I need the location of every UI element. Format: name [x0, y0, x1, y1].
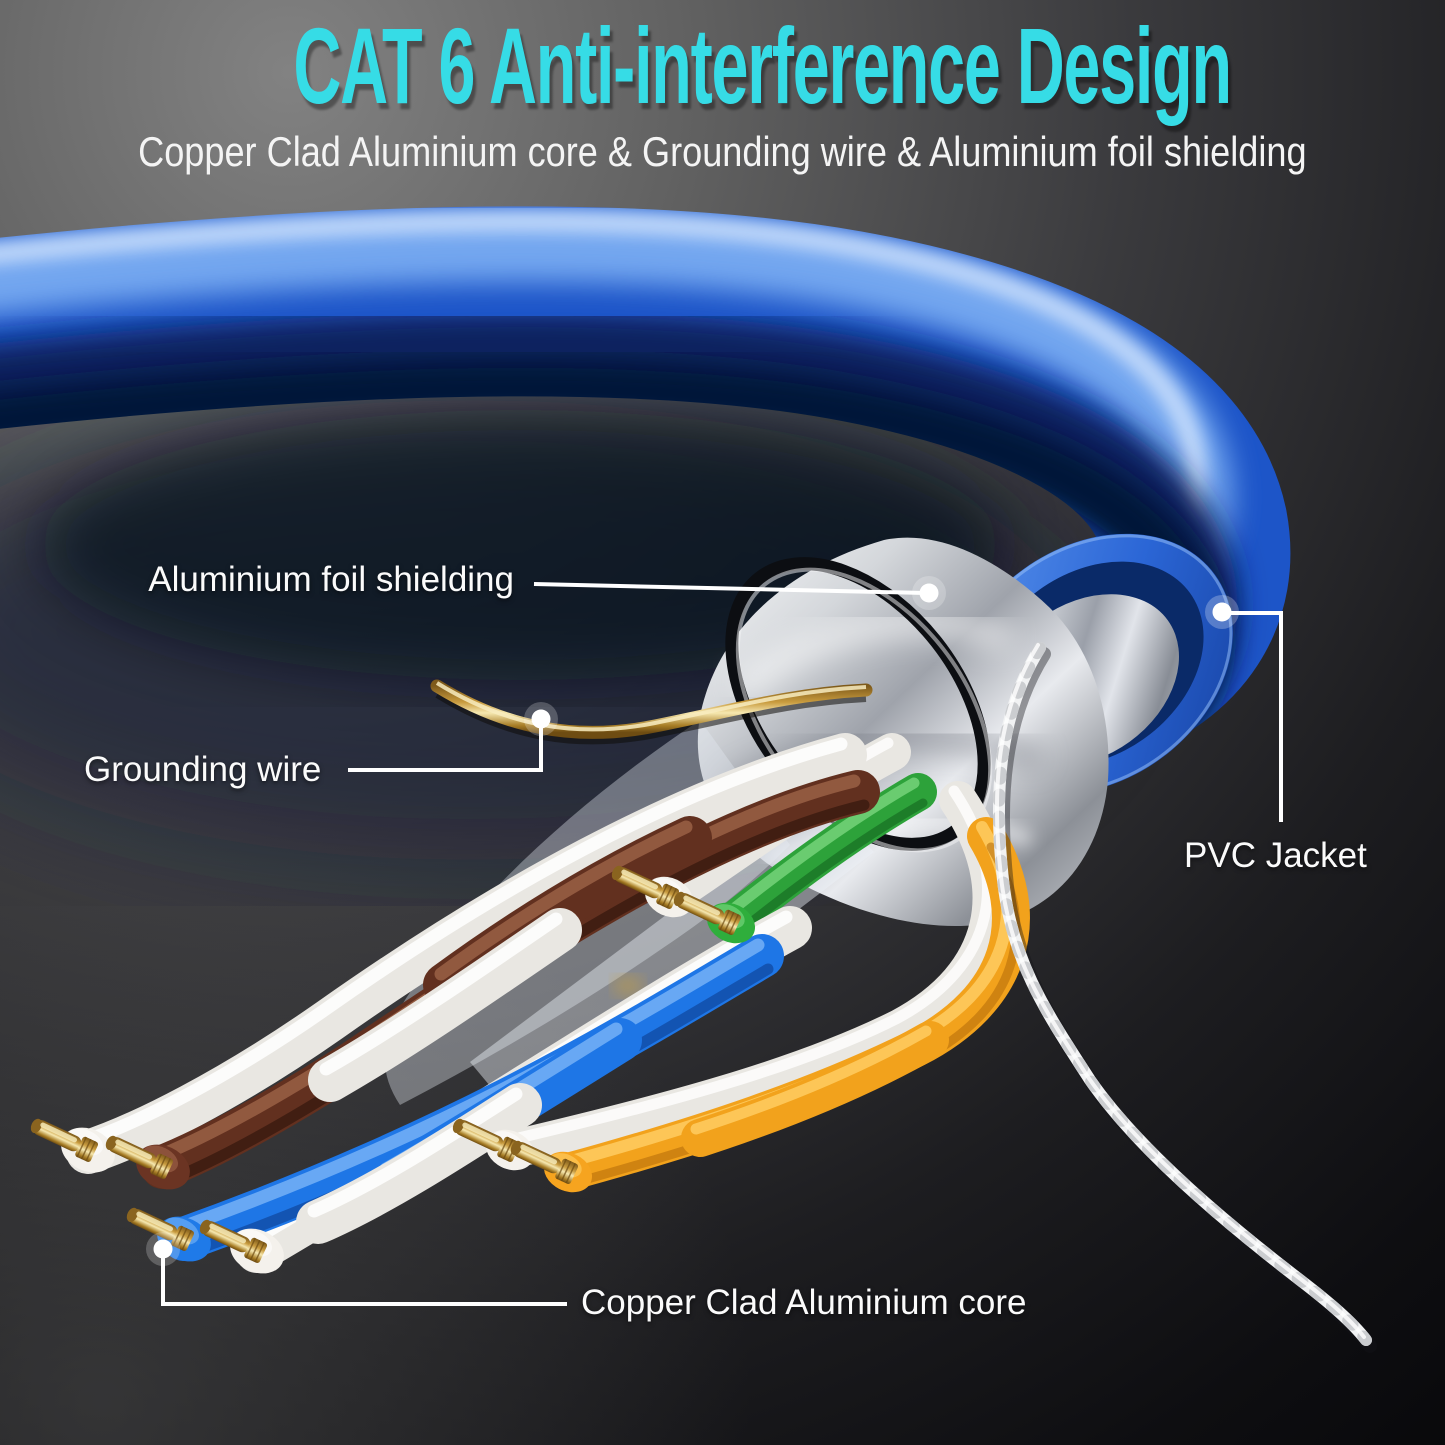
callout-dots [146, 576, 1239, 1266]
page-subtitle: Copper Clad Aluminium core & Grounding w… [0, 128, 1445, 176]
callout-dot-grounding [524, 702, 558, 736]
leader-line-core [161, 1258, 567, 1306]
callout-label-copper-core: Copper Clad Aluminium core [581, 1283, 1027, 1322]
grounding-wire [430, 679, 873, 745]
callout-dot-foil [912, 576, 946, 610]
callout-dot-core [146, 1232, 180, 1266]
leader-line-grounding [348, 724, 543, 772]
wire-tip-brown [101, 1130, 190, 1190]
page-title: CAT 6 Anti-interference Design [0, 12, 1445, 120]
callout-label-pvc-jacket: PVC Jacket [1184, 836, 1367, 875]
twisted-pair-brown [66, 733, 880, 1189]
page-subtitle-text: Copper Clad Aluminium core & Grounding w… [138, 128, 1307, 175]
callout-label-grounding: Grounding wire [84, 750, 322, 789]
leader-line-foil [533, 582, 926, 595]
rip-cord [992, 642, 1377, 1353]
leader-line-jacket [1230, 611, 1283, 822]
page-title-text: CAT 6 Anti-interference Design [293, 5, 1232, 126]
wire-tip-white-brown-pair [26, 1113, 115, 1173]
callout-dot-jacket [1205, 595, 1239, 629]
callout-label-foil: Aluminium foil shielding [148, 560, 514, 599]
twisted-pair-blue [162, 906, 812, 1273]
wire-tip-green [669, 886, 756, 944]
wire-tip-orange [506, 1135, 593, 1193]
wire-tip-white-blue-pair [195, 1214, 284, 1274]
conductor-tips [26, 860, 756, 1274]
callout-leaders [161, 582, 1283, 1306]
